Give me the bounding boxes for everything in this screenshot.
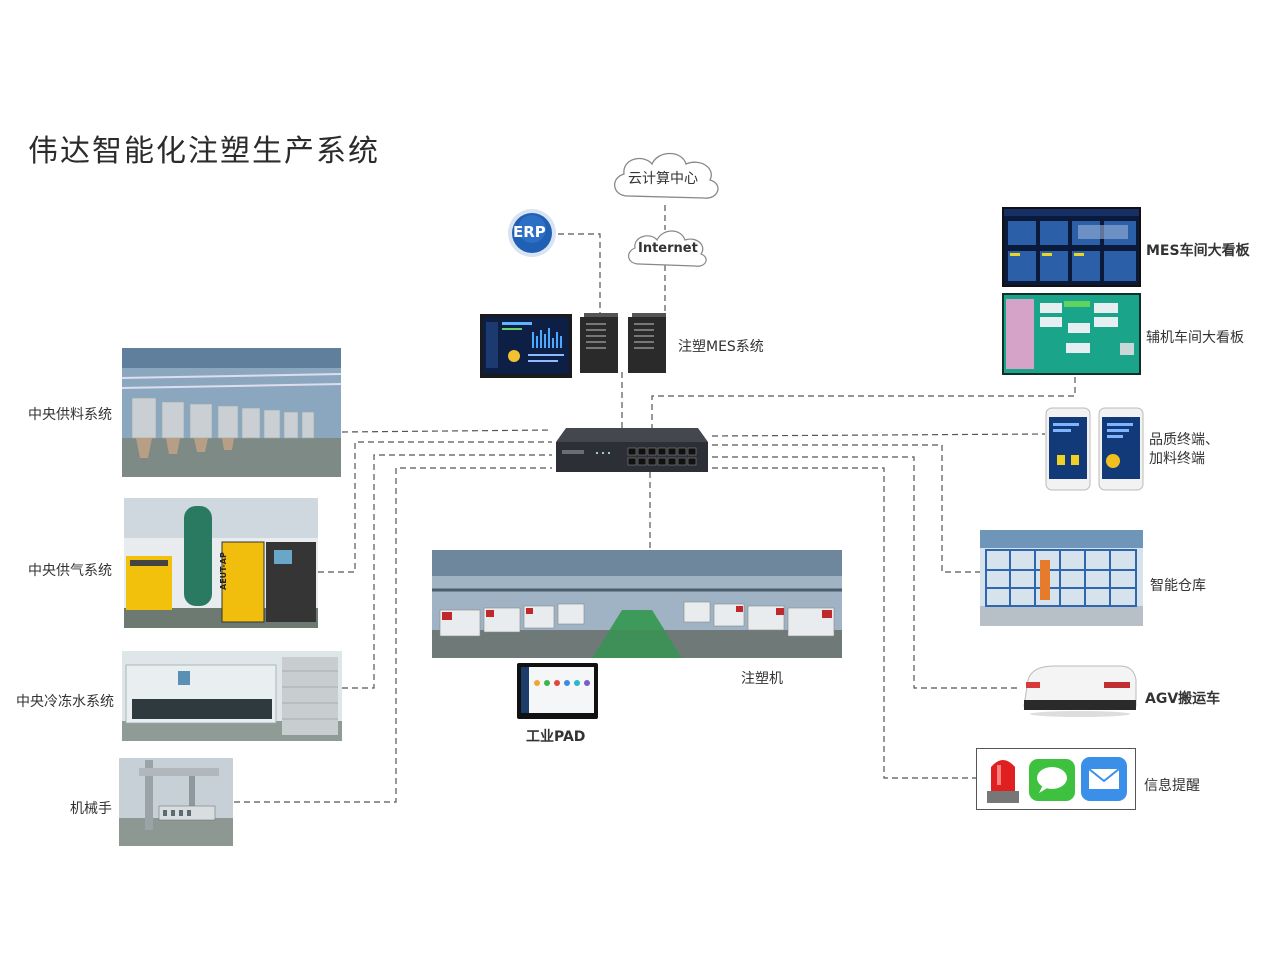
aux-dashboard-label: 辅机车间大看板 <box>1146 330 1244 346</box>
smart-warehouse-label: 智能仓库 <box>1150 578 1206 594</box>
cloud-computing-node: 云计算中心 <box>606 146 724 208</box>
message-icon <box>1029 759 1075 801</box>
aux-dashboard <box>1002 293 1141 375</box>
compressor-brand-text: AEUT-AP <box>219 552 228 590</box>
phone-icon <box>1045 407 1144 491</box>
cloud-icon <box>614 152 719 199</box>
agv-label: AGV搬运车 <box>1145 691 1221 707</box>
erp-icon <box>508 209 556 257</box>
cloud-label: 云计算中心 <box>628 171 698 187</box>
alert-label: 信息提醒 <box>1144 778 1200 794</box>
tablet-icon <box>517 663 598 719</box>
terminals-label-line2: 加料终端 <box>1149 451 1205 467</box>
industrial-pad <box>517 663 598 719</box>
central-feed-photo <box>122 348 341 477</box>
switch-icon <box>556 428 708 472</box>
network-switch <box>556 428 708 472</box>
terminals-label-line1: 品质终端、 <box>1149 432 1219 448</box>
internet-cloud-icon <box>628 230 707 267</box>
central-air-label: 中央供气系统 <box>28 563 112 579</box>
mobile-terminals <box>1045 407 1145 491</box>
central-air-photo: AEUT-AP <box>124 498 318 628</box>
chilled-water-photo <box>122 651 342 741</box>
robot-arm-photo <box>119 758 233 846</box>
central-feed-label: 中央供料系统 <box>28 407 112 423</box>
smart-warehouse-photo <box>980 530 1143 626</box>
agv-icon <box>1023 665 1137 717</box>
mes-dashboard <box>1002 207 1141 287</box>
chilled-water-label: 中央冷冻水系统 <box>16 694 114 710</box>
internet-label: Internet <box>638 241 698 256</box>
internet-node: Internet <box>623 226 709 270</box>
injection-machine-label: 注塑机 <box>741 671 783 687</box>
dashboard-screen <box>1002 207 1141 287</box>
erp-label: ERP <box>513 223 546 241</box>
robot-arm-label: 机械手 <box>70 801 112 817</box>
erp-node: ERP <box>506 207 558 259</box>
mes-dashboard-label: MES车间大看板 <box>1146 243 1250 259</box>
agv-vehicle <box>1020 660 1138 720</box>
server-icon <box>580 313 666 373</box>
server-group <box>576 313 672 373</box>
alarm-light-icon <box>987 760 1019 803</box>
injection-machine-photo <box>432 550 842 658</box>
mail-icon <box>1081 757 1127 801</box>
mes-monitor <box>480 314 572 378</box>
industrial-pad-label: 工业PAD <box>526 729 586 745</box>
diagram-title: 伟达智能化注塑生产系统 <box>28 134 380 169</box>
mes-system-label: 注塑MES系统 <box>678 339 764 355</box>
aux-dashboard-screen <box>1002 293 1141 375</box>
alert-box <box>976 748 1136 810</box>
